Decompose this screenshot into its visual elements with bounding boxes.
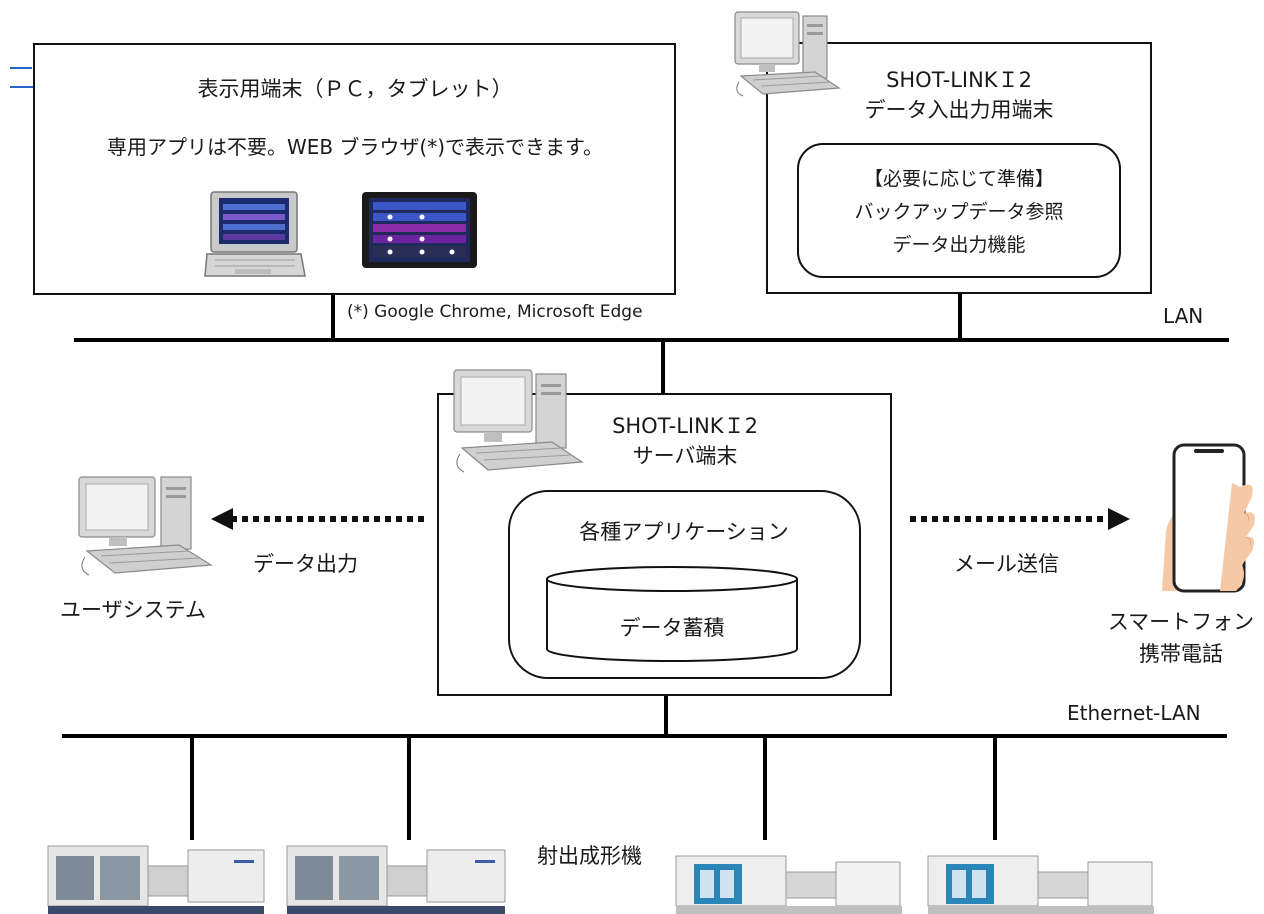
data-output-arrow (211, 508, 427, 530)
applications-label: 各種アプリケーション (579, 520, 789, 544)
display-terminal-connector (331, 295, 335, 340)
machine-2-connector (407, 738, 411, 840)
server-lan-connector (661, 342, 665, 394)
io-terminal-functions-box (797, 143, 1121, 278)
data-storage-label: データ蓄積 (619, 616, 725, 640)
desktop-computer-icon (734, 11, 841, 97)
lan-label: LAN (1163, 304, 1204, 328)
machine-4-connector (993, 738, 997, 840)
user-system-label: ユーザシステム (60, 598, 206, 622)
injection-molding-machine-4 (927, 855, 1154, 914)
server-computer-icon (453, 369, 584, 473)
link-dash (10, 67, 32, 69)
display-terminal-description: 専用アプリは不要。WEB ブラウザ(*)で表示できます。 (106, 135, 604, 159)
smartphone-icon (1162, 443, 1255, 593)
io-terminal-note: 【必要に応じて準備】 (863, 168, 1055, 190)
server-title-1: SHOT-LINKＩ2 (612, 414, 758, 438)
smartphone-label-2: 携帯電話 (1139, 642, 1223, 666)
injection-molding-machine-1 (47, 845, 265, 914)
server-ethernet-connector (664, 696, 668, 736)
injection-molding-machines-label: 射出成形機 (537, 844, 642, 868)
data-output-label: データ出力 (253, 552, 358, 576)
display-terminal-title: 表示用端末（ＰＣ，タブレット） (197, 77, 513, 101)
injection-molding-machine-2 (286, 845, 506, 914)
mail-send-arrow (910, 508, 1130, 530)
ethernet-lan-line (62, 734, 1227, 738)
browser-footnote: (*) Google Chrome, Microsoft Edge (347, 302, 643, 322)
smartphone-label-1: スマートフォン (1107, 610, 1255, 634)
io-terminal-backup-ref: バックアップデータ参照 (854, 201, 1064, 223)
io-terminal-data-output: データ出力機能 (892, 234, 1026, 256)
ethernet-lan-label: Ethernet-LAN (1067, 701, 1201, 725)
mail-send-label: メール送信 (954, 552, 1059, 576)
server-title-2: サーバ端末 (632, 444, 738, 468)
io-terminal-title-2: データ入出力用端末 (864, 98, 1054, 122)
io-terminal-title-1: SHOT-LINKＩ2 (886, 68, 1032, 92)
user-system-computer-icon (78, 476, 213, 576)
tablet-icon (362, 192, 477, 268)
machine-1-connector (190, 738, 194, 840)
io-terminal-connector (958, 294, 962, 340)
display-terminal-box (33, 43, 676, 295)
machine-3-connector (763, 738, 767, 840)
injection-molding-machine-3 (675, 855, 902, 914)
lan-line (74, 338, 1229, 342)
laptop-icon (204, 191, 306, 277)
database-icon (546, 566, 798, 662)
